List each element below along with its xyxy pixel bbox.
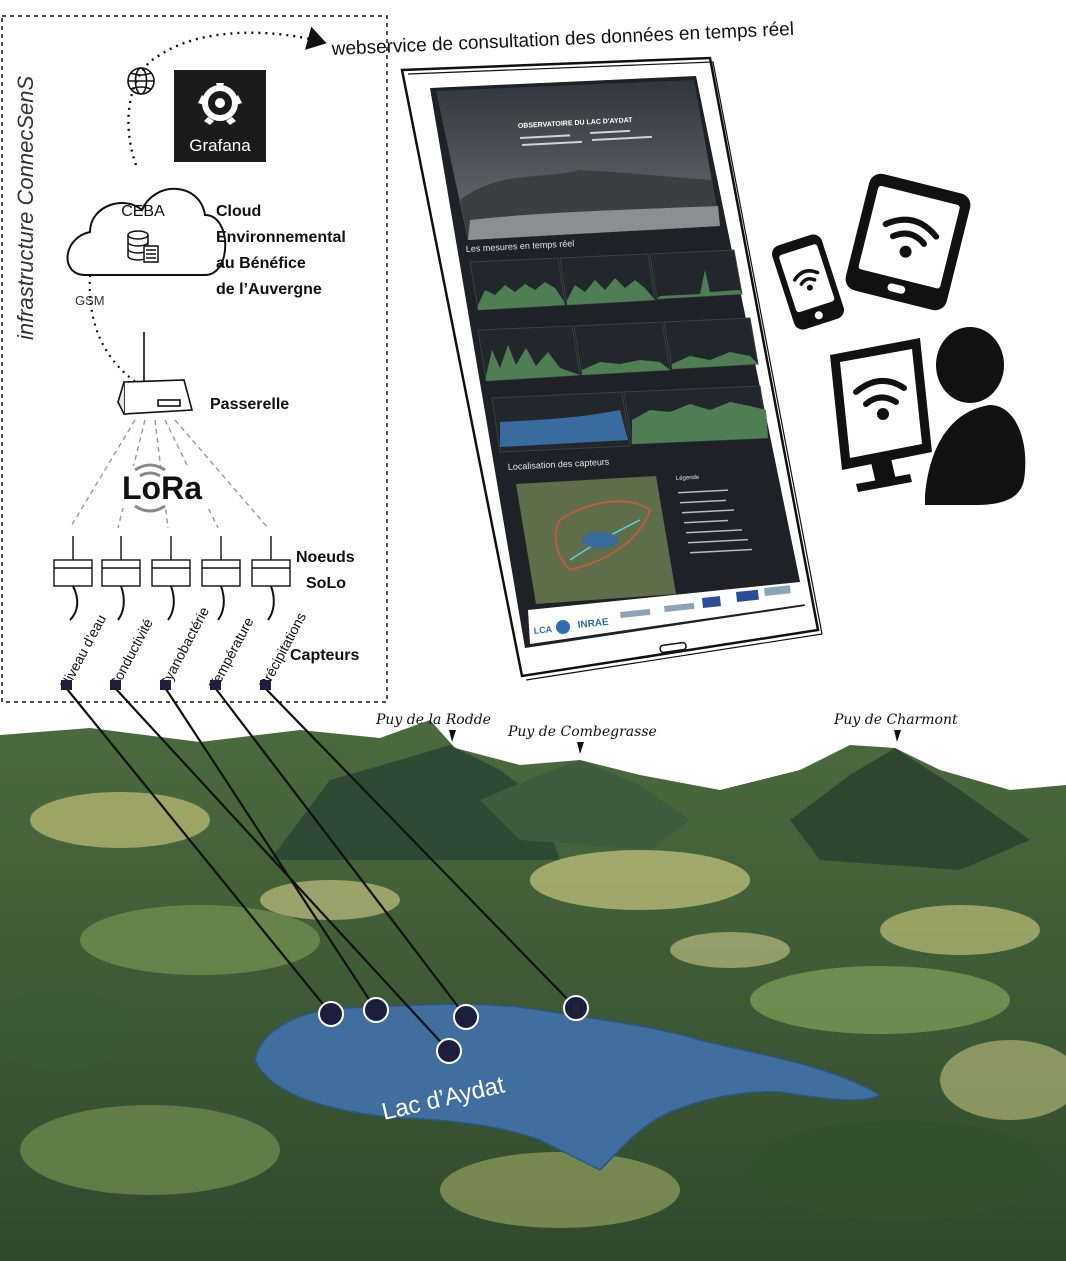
sensor-points <box>318 995 589 1064</box>
mountain-rodde <box>270 745 560 860</box>
peak-label-charmont: Puy de Charmont <box>833 712 958 728</box>
sensor-cables <box>69 585 275 621</box>
dashboard-map <box>516 476 676 604</box>
dashboard-logo-lca: LCA <box>533 624 553 636</box>
dashboard-mini-charts <box>469 249 769 453</box>
svg-text:au Bénéfice: au Bénéfice <box>216 255 306 272</box>
lora-label: LoRa <box>122 470 202 506</box>
dashboard-logo-marks <box>620 585 791 618</box>
person-icon <box>925 327 1026 505</box>
grafana-icon <box>198 83 242 125</box>
webservice-arrow <box>127 26 327 166</box>
sensor-label-1: Niveau d’eau <box>57 612 109 692</box>
mini-chart-3 <box>649 249 743 300</box>
capteurs-label: Capteurs <box>290 647 359 664</box>
sensor-point-3 <box>453 1004 479 1030</box>
dashboard-map-legend: Légende <box>676 475 752 554</box>
dashboard-logo-inrae: INRAE <box>577 617 609 631</box>
ceba-cloud: CEBA <box>66 187 227 276</box>
solo-node-5 <box>251 536 291 587</box>
sensor-point-1 <box>318 1001 344 1027</box>
sensor-label-4: Température <box>206 614 257 691</box>
lora-logo: LoRa <box>114 463 210 513</box>
wifi-icon <box>853 378 907 407</box>
dashboard-logo-strip <box>528 582 806 644</box>
mountain-combegrasse <box>480 760 690 850</box>
infrastructure-box: infrastructure ConnecSenS <box>1 15 388 703</box>
gateway-icon <box>117 332 194 415</box>
solo-node-4 <box>201 536 241 587</box>
dashboard-tablet: OBSERVATOIRE DU LAC D'AYDAT Les mesures … <box>400 56 823 681</box>
peak-label-rodde: Puy de la Rodde <box>375 712 491 728</box>
gsm-link <box>88 274 141 386</box>
svg-text:Cloud: Cloud <box>216 203 261 220</box>
grafana-label: Grafana <box>189 136 251 155</box>
passerelle-label: Passerelle <box>210 396 289 413</box>
tablet-icon <box>845 173 971 311</box>
landscape <box>0 720 1066 1261</box>
solo-node-1 <box>53 536 93 587</box>
sensor-point-4 <box>436 1038 462 1064</box>
sensor-label-3: Cyanobactérie <box>156 604 213 691</box>
webservice-text: webservice de consultation des données e… <box>330 19 794 60</box>
cloud-description: Cloud Environnemental au Bénéfice de l’A… <box>216 203 346 298</box>
nodes-label-line2: SoLo <box>306 575 346 592</box>
svg-text:de l’Auvergne: de l’Auvergne <box>216 281 322 298</box>
infrastructure-label: infrastructure ConnecSenS <box>13 76 38 340</box>
smartphone-icon <box>772 234 844 330</box>
svg-text:Environnemental: Environnemental <box>216 229 346 246</box>
desktop-user-icon <box>830 327 1026 505</box>
sensor-probes <box>61 680 271 690</box>
dashboard-header-text <box>520 129 653 146</box>
dashboard-legend-title: Légende <box>676 475 700 482</box>
mini-chart-5 <box>573 321 671 376</box>
mini-chart-6 <box>663 317 759 370</box>
wifi-icon <box>882 216 940 247</box>
database-icon <box>127 230 159 263</box>
ceba-label: CEBA <box>121 203 165 220</box>
sensor-lines <box>66 688 577 1052</box>
mini-chart-8 <box>623 385 769 445</box>
mini-chart-2 <box>559 253 656 306</box>
sensor-point-2 <box>363 997 389 1023</box>
lake-aydat <box>254 1003 882 1171</box>
sensor-labels: Niveau d’eau Conductivité Cyanobactérie … <box>57 604 310 691</box>
mini-chart-1 <box>469 257 566 311</box>
peak-labels: Puy de la Rodde Puy de Combegrasse Puy d… <box>375 712 958 754</box>
wifi-icon <box>792 269 820 286</box>
mini-chart-7 <box>491 391 631 453</box>
peak-label-combegrasse: Puy de Combegrasse <box>507 724 657 740</box>
solo-nodes <box>53 536 291 587</box>
solo-node-3 <box>151 536 191 587</box>
solo-node-2 <box>101 536 141 587</box>
mountain-charmont <box>790 748 1030 870</box>
tablet-home-button <box>659 641 687 654</box>
sensor-point-5 <box>563 995 589 1021</box>
mini-chart-4 <box>477 325 581 382</box>
gsm-label: GSM <box>75 293 105 308</box>
grafana-logo: Grafana <box>174 70 266 162</box>
dashboard-logo-circle <box>556 620 570 634</box>
globe-icon <box>127 67 155 95</box>
nodes-label-line1: Noeuds <box>296 549 355 566</box>
